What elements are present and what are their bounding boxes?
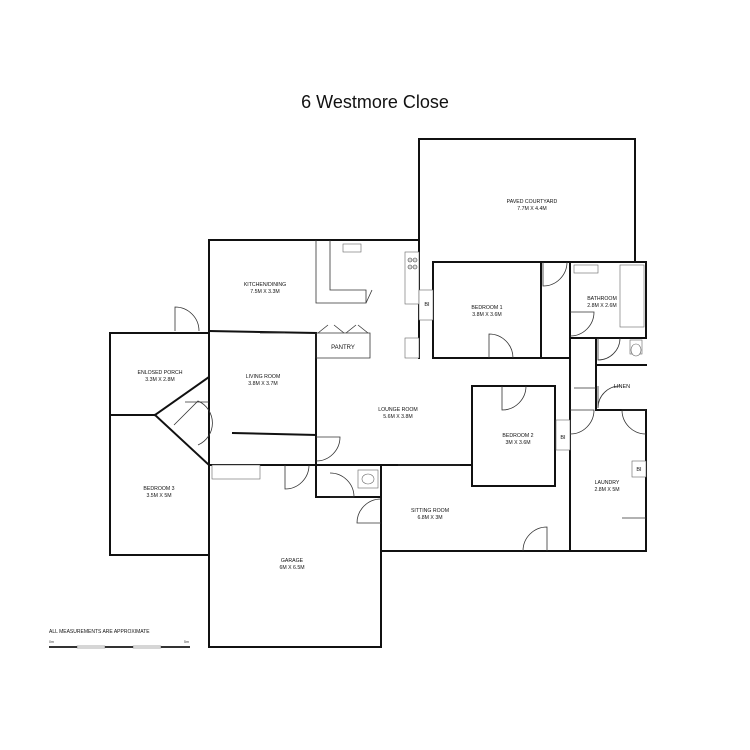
room-label-living-room: LIVING ROOM 3.8M X 3.7M bbox=[246, 374, 281, 387]
svg-text:PAVED COURTYARD: PAVED COURTYARD bbox=[507, 199, 558, 205]
linen-label: LINEN bbox=[614, 384, 630, 390]
svg-text:ENLOSED PORCH: ENLOSED PORCH bbox=[138, 370, 183, 376]
plan-title: 6 Westmore Close bbox=[301, 92, 449, 112]
room-label-lounge-room: LOUNGE ROOM 5.6M X 3.8M bbox=[378, 407, 418, 420]
room-label-enclosed-porch: ENLOSED PORCH 3.3M X 2.8M bbox=[138, 370, 183, 383]
bi-label-laundry: BI bbox=[636, 467, 642, 473]
scale-end-label: 5m bbox=[184, 640, 189, 644]
svg-text:3M X 3.6M: 3M X 3.6M bbox=[505, 440, 530, 446]
svg-text:7.5M X 3.3M: 7.5M X 3.3M bbox=[250, 289, 279, 295]
svg-text:LAUNDRY: LAUNDRY bbox=[595, 480, 620, 486]
room-label-bedroom-3: BEDROOM 3 3.5M X 5M bbox=[143, 486, 174, 499]
scale-bar bbox=[49, 645, 190, 649]
room-label-laundry: LAUNDRY 2.8M X 5M bbox=[594, 480, 619, 493]
svg-text:BATHROOM: BATHROOM bbox=[587, 296, 617, 302]
fixtures bbox=[211, 240, 647, 489]
walls bbox=[109, 138, 647, 648]
svg-text:LOUNGE ROOM: LOUNGE ROOM bbox=[378, 407, 418, 413]
svg-text:2.8M X 2.6M: 2.8M X 2.6M bbox=[587, 303, 616, 309]
bi-label-bedroom-2: BI bbox=[560, 435, 566, 441]
room-label-bedroom-2: BEDROOM 2 3M X 3.6M bbox=[502, 433, 533, 446]
svg-text:3.5M X 5M: 3.5M X 5M bbox=[146, 493, 171, 499]
svg-text:3.8M X 3.7M: 3.8M X 3.7M bbox=[248, 381, 277, 387]
svg-text:3.3M X 2.8M: 3.3M X 2.8M bbox=[145, 377, 174, 383]
svg-text:6M X 6.5M: 6M X 6.5M bbox=[279, 565, 304, 571]
svg-text:BEDROOM 1: BEDROOM 1 bbox=[471, 305, 502, 311]
svg-text:6.8M X 3M: 6.8M X 3M bbox=[417, 515, 442, 521]
svg-text:LIVING ROOM: LIVING ROOM bbox=[246, 374, 281, 380]
svg-text:3.8M X 3.6M: 3.8M X 3.6M bbox=[472, 312, 501, 318]
svg-text:5.6M X 3.8M: 5.6M X 3.8M bbox=[383, 414, 412, 420]
room-label-bathroom: BATHROOM 2.8M X 2.6M bbox=[587, 296, 617, 309]
room-label-bedroom-1: BEDROOM 1 3.8M X 3.6M bbox=[471, 305, 502, 318]
doors bbox=[173, 261, 647, 552]
svg-text:KITCHEN/DINING: KITCHEN/DINING bbox=[244, 282, 286, 288]
svg-text:BEDROOM 3: BEDROOM 3 bbox=[143, 486, 174, 492]
bi-label-bedroom-1: BI bbox=[424, 302, 430, 308]
measurement-note: ALL MEASUREMENTS ARE APPROXIMATE bbox=[49, 629, 150, 635]
scale-start-label: 0m bbox=[49, 640, 54, 644]
svg-text:7.7M X 4.4M: 7.7M X 4.4M bbox=[517, 206, 546, 212]
svg-text:SITTING ROOM: SITTING ROOM bbox=[411, 508, 449, 514]
room-label-sitting-room: SITTING ROOM 6.8M X 3M bbox=[411, 508, 449, 521]
pantry-label: PANTRY bbox=[331, 345, 355, 351]
svg-text:GARAGE: GARAGE bbox=[281, 558, 304, 564]
room-label-garage: GARAGE 6M X 6.5M bbox=[279, 558, 304, 571]
room-label-kitchen-dining: KITCHEN/DINING 7.5M X 3.3M bbox=[244, 282, 286, 295]
svg-text:2.8M X 5M: 2.8M X 5M bbox=[594, 487, 619, 493]
room-label-paved-courtyard: PAVED COURTYARD 7.7M X 4.4M bbox=[507, 199, 558, 212]
svg-text:BEDROOM 2: BEDROOM 2 bbox=[502, 433, 533, 439]
